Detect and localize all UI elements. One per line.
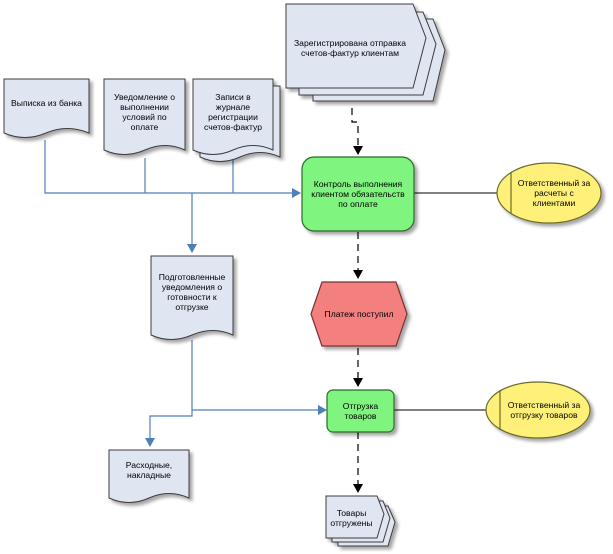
control-flows [351,108,363,493]
event-registered-invoices-shape [285,3,446,102]
flow-readiness-to-shipment [191,340,327,415]
document-flows [44,140,327,447]
doc-payment-notice-shape [103,78,186,155]
flow-to-waybills [145,410,193,447]
doc-readiness-notice-shape [150,255,234,340]
doc-bank-statement-shape [3,78,90,138]
doc-invoice-log-shape [192,78,281,162]
doc-waybills-shape [108,449,190,503]
role-associations [394,192,497,411]
flow-event-to-control [351,108,363,155]
role-shipment-responsible-shape [485,381,591,439]
role-payments-responsible-shape [496,162,602,224]
flow-bank-statement-to-control [44,140,301,198]
function-goods-shipment-shape [326,389,395,433]
function-payment-control-shape [301,156,415,232]
event-payment-received-shape [310,281,408,347]
event-goods-shipped-shape [325,495,396,547]
